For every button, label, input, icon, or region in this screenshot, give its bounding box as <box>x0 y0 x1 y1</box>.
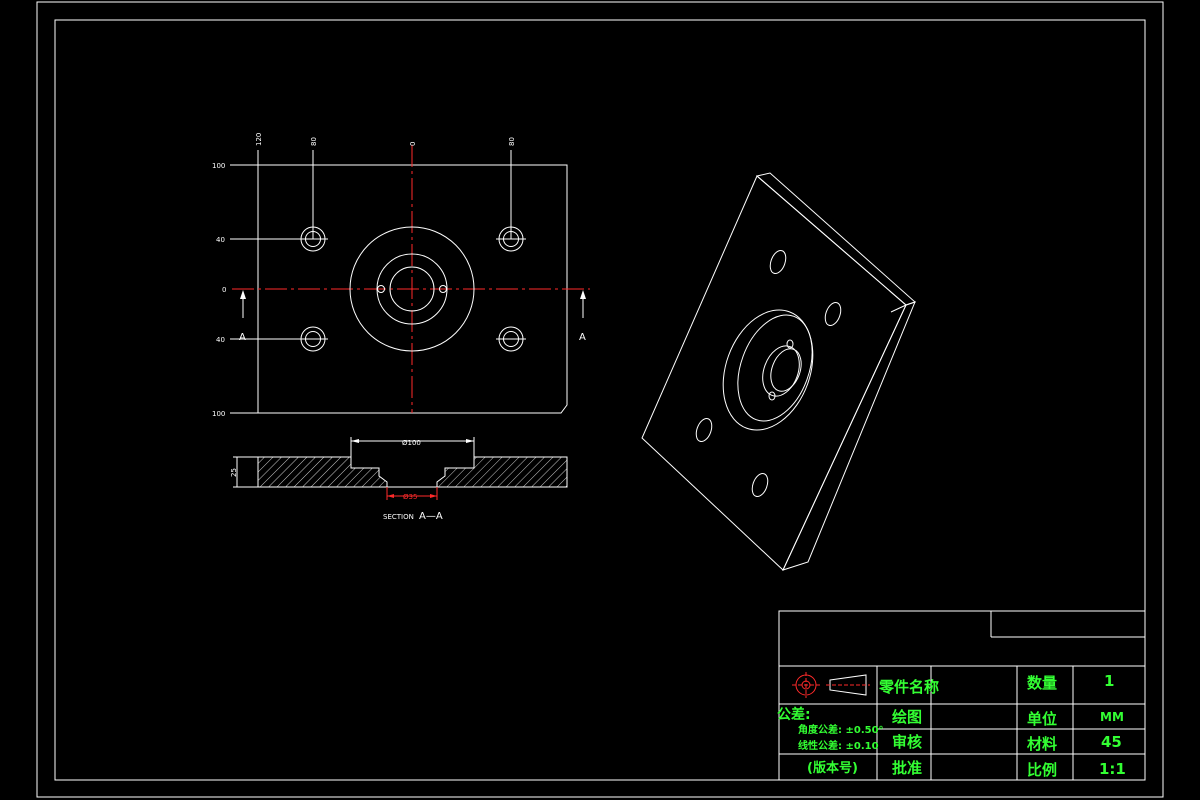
quantity-value: 1 <box>1104 672 1114 690</box>
drawing-label: 绘图 <box>892 708 922 726</box>
iso-hole-right <box>824 301 842 327</box>
section-mark-left: A <box>239 332 246 343</box>
section-thickness-label: 25 <box>230 468 238 477</box>
quantity-label: 数量 <box>1027 674 1057 692</box>
pin-hole-left <box>377 285 385 293</box>
ordinate-label-top-4: 80 <box>508 137 516 146</box>
ordinate-label-left-4: 40 <box>216 336 225 344</box>
section-hatch-area <box>257 456 568 488</box>
scale-label: 比例 <box>1027 761 1057 779</box>
outer-border <box>36 1 1164 798</box>
inner-border <box>54 19 1146 781</box>
linear-tolerance: 线性公差: ±0.10 <box>798 739 879 752</box>
section-view: Ø100 25 Ø35 SECTION A—A <box>230 437 568 522</box>
material-label: 材料 <box>1027 735 1057 753</box>
iso-plate-thickness <box>755 172 916 306</box>
tolerance-title: 公差: <box>777 706 811 723</box>
title-block: 零件名称 公差: 角度公差: ±0.50° 线性公差: ±0.10 (版本号) … <box>777 610 1146 781</box>
iso-plate-side <box>782 301 916 571</box>
section-caption-prefix: SECTION <box>383 513 414 521</box>
boss-inner-circle <box>389 266 435 312</box>
unit-label: 单位 <box>1027 710 1057 728</box>
section-arrow-right <box>580 290 586 318</box>
review-label: 审核 <box>892 733 922 751</box>
section-caption-mark: A—A <box>419 511 443 522</box>
angle-tolerance: 角度公差: ±0.50° <box>798 723 884 736</box>
ordinate-label-left-1: 100 <box>212 162 225 170</box>
iso-hole-bottom <box>751 472 769 498</box>
iso-boss-bore-rim <box>762 345 800 397</box>
ordinate-label-top-1: 120 <box>255 133 263 146</box>
ordinate-label-top-2: 80 <box>310 137 318 146</box>
section-diameter-label: Ø100 <box>402 439 421 447</box>
version-label: (版本号) <box>807 760 858 776</box>
ordinate-label-left-5: 100 <box>212 410 225 418</box>
ordinate-label-left-3: 0 <box>222 286 226 294</box>
projection-symbol-icon <box>792 672 870 698</box>
plate-outline <box>257 164 568 414</box>
section-arrow-left <box>240 290 246 318</box>
part-name-label: 零件名称 <box>878 678 939 696</box>
corner-hole-bottom-right <box>496 326 526 352</box>
section-inner-label: Ø35 <box>403 493 417 501</box>
approve-label: 批准 <box>892 759 922 777</box>
scale-value: 1:1 <box>1099 760 1126 778</box>
iso-boss-bore <box>770 348 802 392</box>
unit-value: MM <box>1100 710 1124 724</box>
iso-plate-top <box>641 175 907 571</box>
material-value: 45 <box>1101 733 1122 751</box>
front-view: 100 40 0 40 100 120 80 0 80 A A <box>212 133 590 418</box>
pin-hole-right <box>439 285 447 293</box>
ordinate-label-left-2: 40 <box>216 236 225 244</box>
ordinate-label-top-3: 0 <box>409 142 417 146</box>
boss-outer-circle <box>349 226 475 352</box>
iso-boss-outer <box>722 309 814 431</box>
section-mark-right: A <box>579 332 586 343</box>
iso-hole-top <box>769 249 787 275</box>
iso-boss-inner-ring <box>737 314 813 422</box>
isometric-view <box>641 172 916 571</box>
iso-hole-left <box>695 417 713 443</box>
